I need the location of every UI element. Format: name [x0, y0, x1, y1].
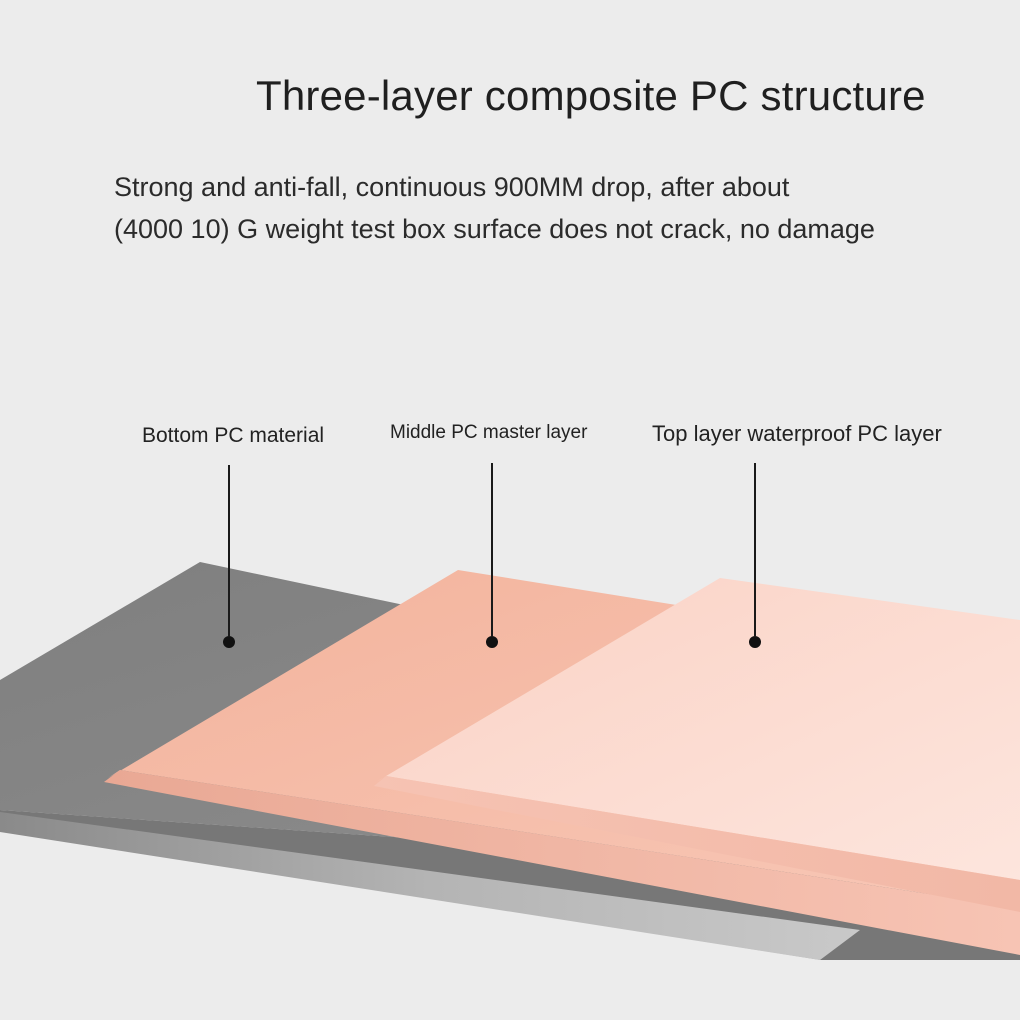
- leader-top: [749, 463, 761, 648]
- description-text: Strong and anti-fall, continuous 900MM d…: [114, 166, 974, 250]
- leader-bottom: [223, 465, 235, 648]
- bottom-layer-label: Bottom PC material: [142, 424, 325, 447]
- bottom-layer-side: [0, 812, 860, 960]
- leader-middle: [486, 463, 498, 648]
- middle-layer-edge: [104, 770, 1020, 955]
- leader-dot-bottom: [223, 636, 235, 648]
- top-pc-layer: [374, 578, 1020, 912]
- middle-layer-label: Middle PC master layer: [390, 422, 588, 443]
- top-layer-edge: [374, 776, 1020, 912]
- page-title: Three-layer composite PC structure: [256, 72, 926, 119]
- leader-dot-top: [749, 636, 761, 648]
- description-line-2: (4000 10) G weight test box surface does…: [114, 214, 875, 244]
- leader-dot-middle: [486, 636, 498, 648]
- bottom-layer-lower-edge: [0, 830, 1020, 1020]
- top-layer-label: Top layer waterproof PC layer: [652, 421, 942, 446]
- description-line-1: Strong and anti-fall, continuous 900MM d…: [114, 172, 790, 202]
- top-layer-face: [376, 578, 1020, 880]
